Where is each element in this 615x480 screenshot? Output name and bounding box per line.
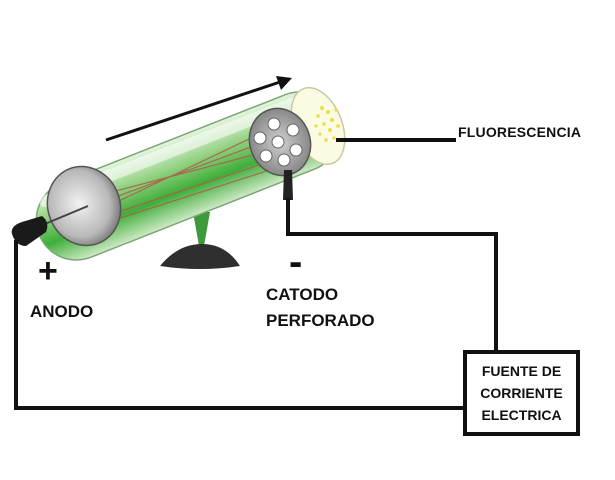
cathode-label-line1: CATODO [266, 285, 339, 304]
power-source-line2: CORRIENTE [480, 385, 563, 401]
perforated-cathode [248, 107, 312, 200]
power-source-box: FUENTE DE CORRIENTE ELECTRICA [463, 350, 580, 436]
fluorescence-label: FLUORESCENCIA [458, 124, 582, 140]
anode-label: ANODO [30, 302, 94, 321]
anode-electrode [11, 165, 122, 247]
direction-arrow [105, 76, 292, 142]
power-source-line3: ELECTRICA [481, 407, 562, 423]
cathode-minus-sign: - [289, 240, 303, 284]
anode-plus-sign: + [38, 252, 58, 290]
power-source-line1: FUENTE DE [481, 363, 562, 379]
cathode-label-line2: PERFORADO [266, 311, 375, 330]
tube-stand [160, 212, 240, 269]
cathode-rays [99, 129, 277, 223]
circuit-wires [14, 138, 498, 410]
